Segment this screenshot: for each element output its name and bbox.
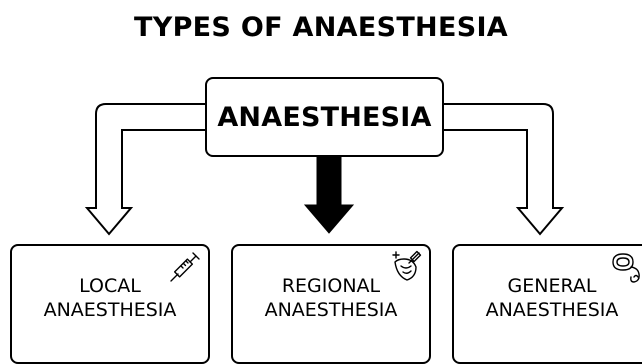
root-node-label: ANAESTHESIA bbox=[217, 101, 432, 133]
node-label-line1: LOCAL bbox=[79, 275, 141, 297]
node-label-line2: ANAESTHESIA bbox=[264, 299, 398, 321]
node-regional-anaesthesia: REGIONAL ANAESTHESIA bbox=[231, 244, 431, 364]
node-label-line1: REGIONAL bbox=[281, 275, 381, 297]
anaesthesia-mask-icon bbox=[612, 253, 640, 283]
node-local-anaesthesia: LOCAL ANAESTHESIA bbox=[10, 244, 210, 364]
root-node-anaesthesia: ANAESTHESIA bbox=[205, 77, 444, 157]
arrow-to-regional bbox=[303, 156, 355, 234]
node-general-anaesthesia: GENERAL ANAESTHESIA bbox=[452, 244, 642, 364]
node-label-line1: GENERAL bbox=[507, 275, 597, 297]
syringe-icon bbox=[170, 252, 200, 282]
node-label-line2: ANAESTHESIA bbox=[43, 299, 177, 321]
nerve-block-icon bbox=[392, 250, 422, 281]
node-label-line2: ANAESTHESIA bbox=[485, 299, 619, 321]
connector-arrows bbox=[84, 103, 565, 236]
diagram-title: TYPES OF ANAESTHESIA bbox=[134, 12, 508, 43]
arrow-to-local bbox=[84, 103, 205, 236]
arrow-to-general bbox=[444, 103, 565, 236]
